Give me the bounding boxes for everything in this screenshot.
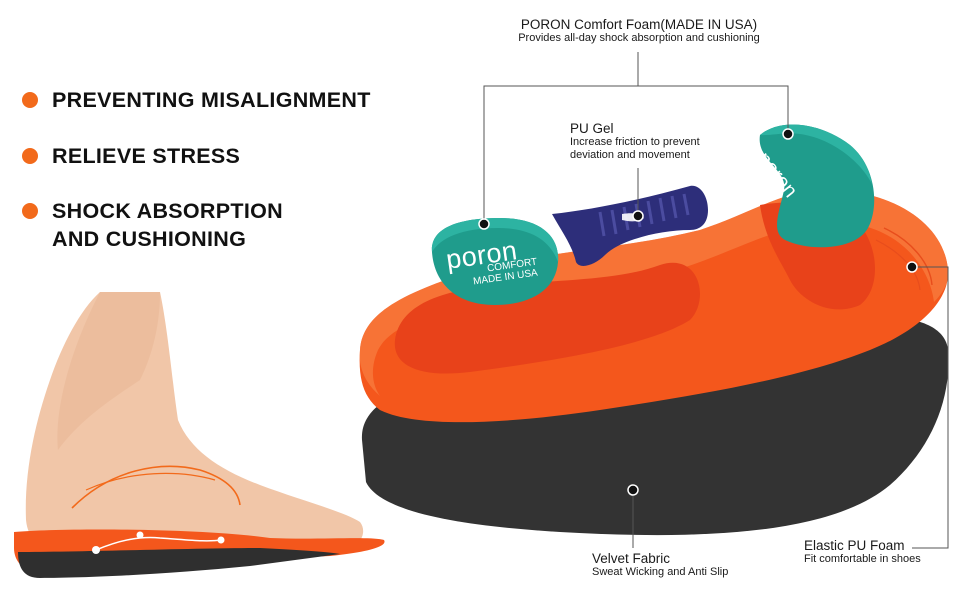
benefit-label-continued: AND CUSHIONING	[52, 227, 247, 251]
poron-heel-pad	[759, 124, 875, 248]
callout-description: Provides all-day shock absorption and cu…	[518, 32, 760, 44]
callout-lines	[483, 52, 949, 549]
callout-title: Elastic PU Foam	[804, 538, 905, 553]
callout-dots	[478, 128, 918, 496]
side-insole	[14, 529, 385, 578]
pu-gel-pad	[552, 185, 708, 266]
benefit-item: SHOCK ABSORPTION AND CUSHIONING	[22, 197, 283, 253]
foot-illustration	[25, 292, 364, 548]
bullet-dot-icon	[22, 148, 38, 164]
callout-description: Increase friction to prevent	[570, 136, 700, 148]
callout-poron: PORON Comfort Foam(MADE IN USA) Provides…	[508, 17, 770, 45]
benefit-label: PREVENTING MISALIGNMENT	[52, 88, 371, 112]
callout-title: Velvet Fabric	[592, 551, 671, 566]
benefit-item: RELIEVE STRESS	[22, 142, 240, 170]
benefit-label: SHOCK ABSORPTION	[52, 199, 283, 223]
callout-description: Fit comfortable in shoes	[804, 553, 921, 565]
callout-title: PU Gel	[570, 121, 614, 136]
callout-description: deviation and movement	[570, 149, 690, 161]
poron-forefoot-pad	[431, 218, 559, 305]
main-insole	[359, 189, 949, 536]
benefit-label: RELIEVE STRESS	[52, 144, 241, 168]
callout-elastic-foam: Elastic PU Foam Fit comfortable in shoes	[804, 538, 921, 566]
bullet-dot-icon	[22, 203, 38, 219]
callout-title: PORON Comfort Foam(MADE IN USA)	[520, 17, 758, 32]
callout-velvet: Velvet Fabric Sweat Wicking and Anti Sli…	[592, 551, 728, 579]
callout-pu-gel: PU Gel Increase friction to prevent devi…	[570, 121, 700, 162]
benefit-item: PREVENTING MISALIGNMENT	[22, 86, 371, 114]
callout-description: Sweat Wicking and Anti Slip	[592, 566, 729, 578]
bullet-dot-icon	[22, 92, 38, 108]
